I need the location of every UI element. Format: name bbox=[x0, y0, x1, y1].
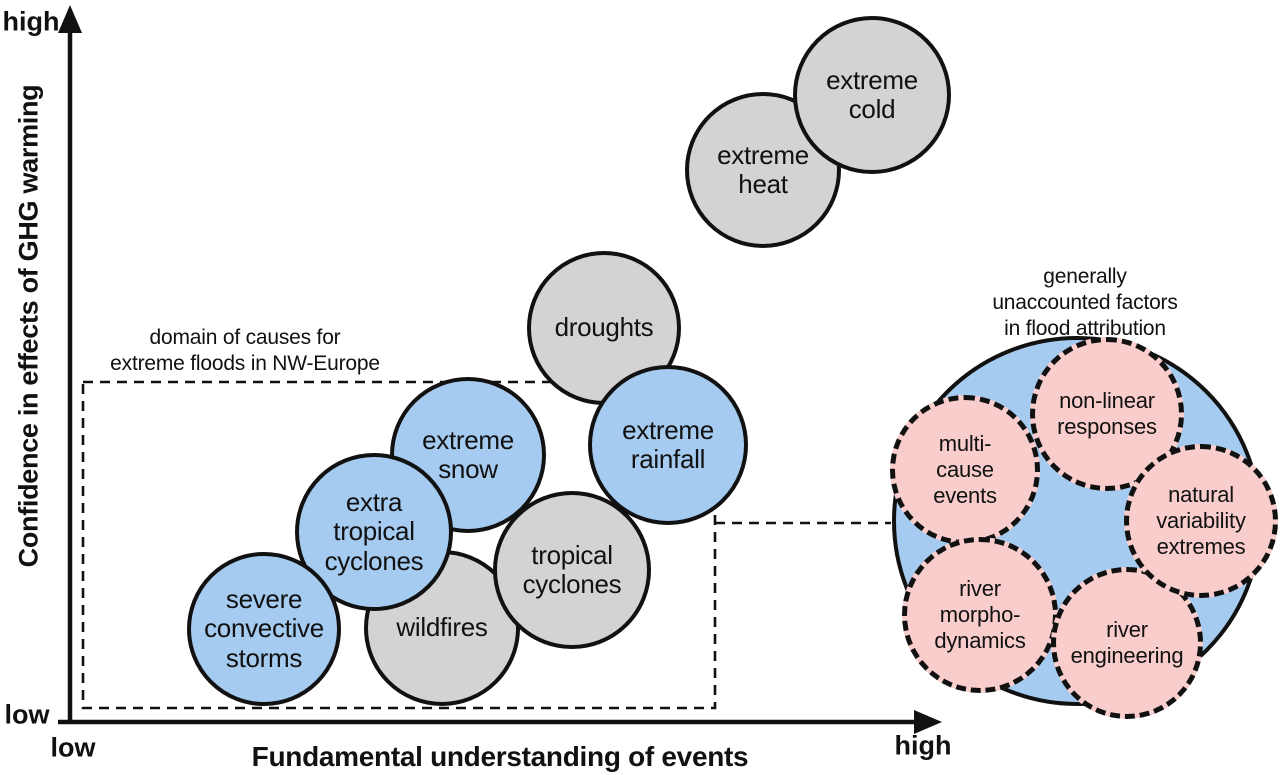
y-axis-title: Confidence in effects of GHG warming bbox=[13, 84, 44, 568]
bubble-extra-tropical-cyclones: extra tropical cyclones bbox=[295, 453, 453, 611]
y-axis-low-label: low bbox=[4, 699, 50, 730]
x-axis-arrowhead-icon bbox=[914, 710, 942, 734]
bubble-extreme-cold: extreme cold bbox=[793, 16, 951, 174]
flood-domain-title: domain of causes for extreme floods in N… bbox=[110, 325, 380, 375]
factor-non-linear-responses: non-linear responses bbox=[1030, 337, 1184, 491]
bubble-severe-convective-storms: severe convective storms bbox=[187, 552, 341, 706]
factor-river-engineering: river engineering bbox=[1051, 567, 1203, 719]
y-axis-high-label: high bbox=[2, 6, 60, 37]
factor-multi-cause-events: multi- cause events bbox=[890, 395, 1040, 545]
flood-attribution-title: generally unaccounted factors in flood a… bbox=[992, 264, 1178, 341]
bubble-tropical-cyclones: tropical cyclones bbox=[493, 491, 651, 649]
x-axis-title: Fundamental understanding of events bbox=[251, 741, 749, 772]
bubble-extreme-rainfall: extreme rainfall bbox=[588, 365, 748, 525]
factor-river-morpho-dynamics: river morpho- dynamics bbox=[902, 537, 1058, 693]
x-axis-high-label: high bbox=[894, 730, 952, 761]
y-axis-arrowhead-icon bbox=[58, 5, 82, 33]
x-axis-low-label: low bbox=[50, 732, 96, 763]
factor-natural-variability-extremes: natural variability extremes bbox=[1124, 444, 1278, 598]
flood-domain-dashed-box bbox=[81, 380, 717, 710]
